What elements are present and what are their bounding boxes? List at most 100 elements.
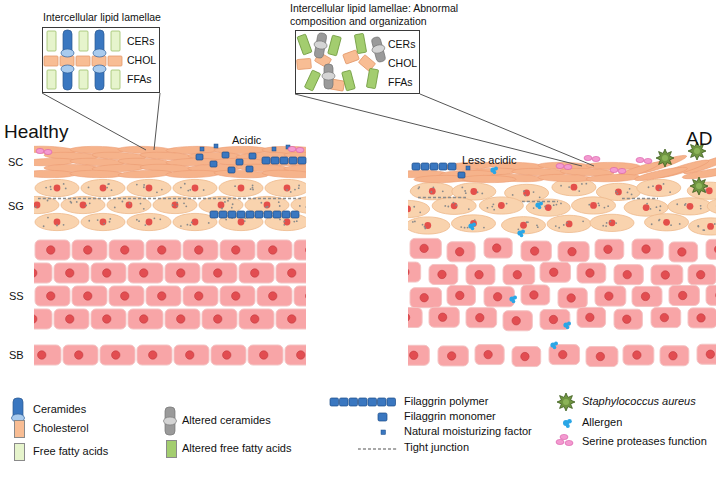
granule (658, 219, 660, 221)
granule (598, 202, 600, 204)
keratinocyte (651, 265, 683, 285)
nucleus (260, 351, 268, 359)
nucleus (38, 351, 46, 359)
keratinocyte (183, 286, 218, 306)
keratinocyte (146, 286, 181, 306)
granule (221, 208, 223, 210)
ceramide-head (61, 49, 74, 57)
corneocyte (214, 169, 268, 179)
nucleus (47, 292, 55, 300)
corneocyte (538, 174, 592, 183)
filaggrin-polymer-symbol (378, 398, 387, 406)
allergen (471, 227, 475, 231)
nucleus (451, 202, 458, 209)
granule (180, 225, 182, 227)
granule (536, 224, 538, 226)
nucleus (410, 351, 418, 359)
keratinocyte (183, 240, 218, 260)
granule (533, 191, 535, 193)
altered-ceramide (312, 32, 329, 59)
granule (615, 222, 617, 224)
granule (474, 219, 476, 221)
allergen-symbol (566, 424, 570, 428)
serine-protease (636, 157, 644, 162)
nucleus (545, 204, 552, 211)
ph-label: Less acidic (462, 154, 516, 167)
granule (585, 183, 587, 185)
granule (698, 226, 700, 228)
granule (189, 189, 191, 191)
keratinocyte (35, 286, 70, 306)
granule (418, 188, 420, 190)
keratinocyte (706, 285, 716, 305)
granule (180, 187, 182, 189)
nucleus (408, 313, 410, 321)
keratinocyte (109, 286, 144, 306)
keratinocyte (706, 239, 716, 259)
nmf-dot (272, 147, 276, 151)
nucleus (121, 246, 129, 254)
allergen (553, 346, 557, 350)
nucleus (429, 188, 436, 195)
keratinocyte (669, 242, 698, 262)
granule (444, 205, 446, 207)
granule (109, 218, 111, 220)
keratinocyte (549, 345, 580, 365)
granule (679, 223, 681, 225)
nucleus (34, 315, 37, 323)
granule (159, 218, 161, 220)
granule (659, 209, 661, 211)
granule (111, 189, 113, 191)
granule (252, 187, 254, 189)
legend-swatch (14, 420, 25, 438)
nucleus (643, 204, 650, 211)
allergen (494, 167, 498, 171)
granule (481, 193, 483, 195)
nucleus (513, 271, 521, 279)
filaggrin-unit (412, 163, 420, 170)
keratinocyte (54, 263, 89, 283)
keratinocyte (447, 285, 475, 305)
tight-junction-symbol (358, 448, 398, 450)
granule (191, 221, 193, 223)
fatty-acid (47, 70, 56, 89)
serine-protease (592, 156, 600, 161)
nucleus (223, 351, 231, 359)
nucleus (112, 351, 120, 359)
granule (656, 206, 658, 208)
granule (506, 203, 508, 205)
nucleus (172, 202, 179, 209)
nucleus (623, 270, 631, 278)
annotations (36, 93, 708, 349)
nucleus (550, 268, 558, 276)
cholesterol (76, 56, 90, 66)
granular-cell (451, 215, 495, 232)
nucleus (438, 270, 446, 278)
nucleus (470, 188, 477, 195)
inset-title: Intercellular lipid lamellae: Abnormal c… (290, 2, 480, 27)
keratinocyte (503, 265, 535, 285)
ceramide (61, 30, 74, 57)
keratinocyte (100, 345, 135, 365)
filaggrin-unit (255, 211, 263, 218)
ceramide (61, 65, 74, 90)
granule (56, 225, 58, 227)
granule (652, 185, 654, 187)
granule (659, 205, 661, 207)
granule (176, 202, 178, 204)
allergen (554, 342, 558, 346)
granular-cell (408, 200, 430, 217)
granule (578, 190, 580, 192)
granule (609, 221, 611, 223)
granule (604, 207, 606, 209)
fatty-acid (47, 31, 56, 51)
keratinocyte (697, 344, 716, 364)
granule (700, 205, 702, 207)
granule (493, 209, 495, 211)
nucleus (149, 351, 157, 359)
keratinocyte (521, 241, 551, 261)
keratinocyte (408, 262, 421, 282)
allergen (538, 206, 542, 210)
keratinocyte (660, 346, 689, 366)
filaggrin-unit (430, 163, 438, 170)
